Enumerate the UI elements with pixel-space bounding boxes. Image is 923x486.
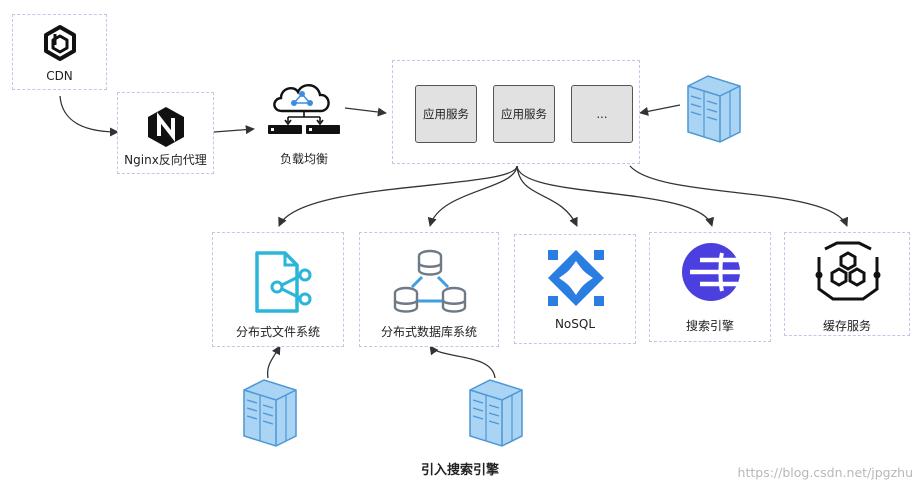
cache-icon	[815, 241, 881, 301]
diagram-caption: 引入搜索引擎	[420, 463, 499, 478]
arrow-lb-to-apps	[344, 107, 387, 117]
search-engine-icon	[682, 243, 742, 301]
nosql-node: NoSQL	[514, 234, 636, 344]
arrow-nginx-to-lb	[213, 125, 255, 135]
nginx-icon	[148, 107, 184, 147]
dfs-node: 分布式文件系统	[212, 232, 344, 347]
app-services-group: 应用服务 应用服务 ...	[392, 60, 640, 164]
dfs-label: 分布式文件系统	[235, 325, 320, 339]
database-cluster-icon	[393, 249, 467, 313]
load-balancer-icon	[268, 84, 340, 134]
server-rack-icon	[469, 379, 523, 447]
nosql-label: NoSQL	[554, 317, 596, 331]
arrow-apps-to-search	[516, 165, 715, 227]
arrow-apps-to-cache	[629, 165, 849, 227]
ddb-node: 分布式数据库系统	[359, 232, 499, 347]
cdn-icon	[44, 25, 76, 61]
server-rack-icon	[243, 379, 297, 447]
arrow-apps-to-ddb	[427, 165, 518, 227]
arrow-server-to-dfs	[266, 345, 281, 379]
arrow-server-to-apps	[639, 104, 681, 116]
app-service-2: 应用服务	[493, 85, 555, 143]
file-share-icon	[255, 251, 312, 313]
app-service-more: ...	[571, 85, 633, 143]
app-service-1: 应用服务	[415, 85, 477, 143]
nosql-icon	[548, 250, 604, 306]
arrow-server-to-ddb	[429, 345, 496, 379]
watermark: https://blog.csdn.net/jpgzhu	[737, 465, 913, 480]
server-rack-icon	[687, 75, 741, 143]
cache-node: 缓存服务	[784, 232, 910, 336]
load-balancer-label: 负载均衡	[279, 152, 328, 166]
search-engine-label: 搜索引擎	[685, 319, 734, 333]
arrow-apps-to-nosql	[516, 165, 578, 227]
cache-label: 缓存服务	[822, 319, 871, 333]
nginx-node: Nginx反向代理	[117, 92, 214, 174]
arrow-apps-to-dfs	[278, 165, 518, 227]
search-engine-node: 搜索引擎	[649, 232, 771, 342]
arrow-cdn-to-nginx	[59, 95, 119, 137]
cdn-label: CDN	[46, 69, 73, 83]
ddb-label: 分布式数据库系统	[380, 325, 477, 339]
nginx-label: Nginx反向代理	[124, 153, 207, 167]
cdn-node: CDN	[12, 14, 107, 90]
